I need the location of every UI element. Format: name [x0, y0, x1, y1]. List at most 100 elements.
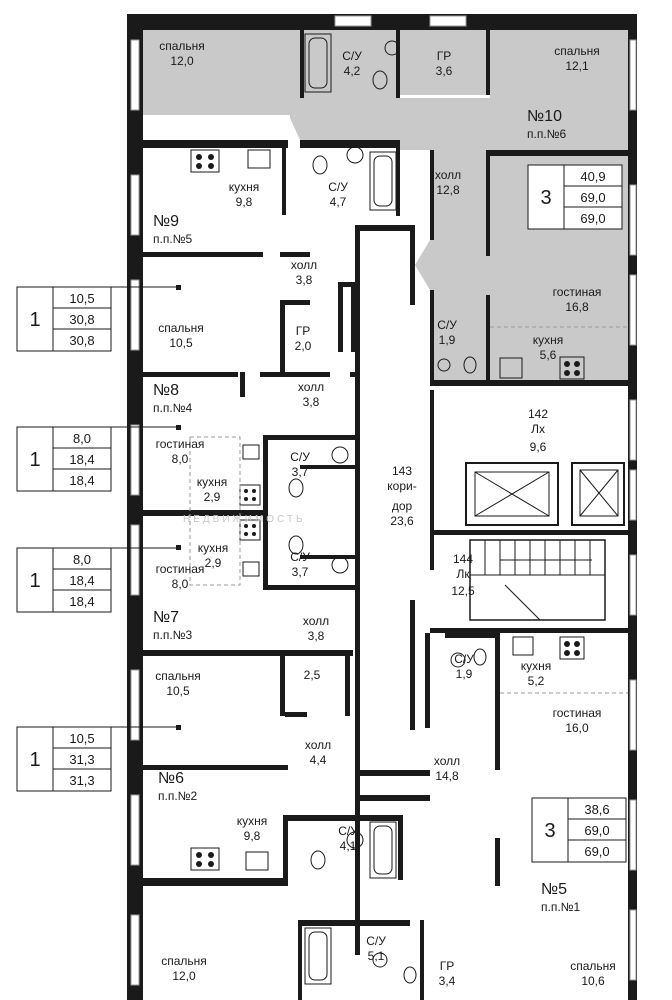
room-name: спальня	[159, 39, 205, 53]
info-boxes: 340,969,069,0110,530,830,818,018,418,418…	[16, 164, 627, 863]
room-name: кухня	[533, 333, 564, 347]
room-count: 1	[29, 309, 40, 331]
room-name: С/У	[437, 318, 457, 332]
room-area: 12,1	[565, 59, 589, 73]
leader-dots	[176, 285, 181, 730]
room-area: 5,2	[528, 674, 545, 688]
area-value: 10,5	[69, 731, 94, 746]
area-value: 31,3	[69, 773, 94, 788]
room-count: 3	[544, 820, 555, 842]
room-area: Лх	[531, 422, 545, 436]
room-name: спальня	[158, 321, 204, 335]
room-name: холл	[434, 754, 460, 768]
room-area: 3,7	[292, 465, 309, 479]
room-count: 3	[540, 187, 551, 209]
room-name: спальня	[155, 669, 201, 683]
room-area: 12,8	[436, 183, 460, 197]
area-value: 18,4	[69, 452, 94, 467]
room-name: С/У	[290, 550, 310, 564]
room-area: 4,1	[340, 839, 357, 853]
stove-burners	[196, 154, 580, 867]
windows	[130, 15, 637, 986]
room-area: 2,0	[295, 339, 312, 353]
area-value: 69,0	[580, 211, 605, 226]
room-area: кори-	[387, 479, 416, 493]
room-name: холл	[291, 258, 317, 272]
room-count: 1	[29, 449, 40, 471]
room-area: 4,7	[330, 195, 347, 209]
area-value: 69,0	[584, 823, 609, 838]
area-value: 10,5	[69, 291, 94, 306]
area-value: 69,0	[584, 844, 609, 859]
room-area: 10,5	[169, 336, 193, 350]
interior-walls	[143, 30, 632, 1000]
apartment-info-box: 340,969,069,0	[527, 164, 623, 230]
apartment-info-box: 1 8,0 18,4 18,4	[16, 547, 112, 613]
room-area: 8,0	[172, 577, 189, 591]
room-name: гостиная	[156, 562, 205, 576]
room-name: ГР	[440, 959, 455, 973]
elevator-shafts	[465, 462, 625, 526]
room-area: 1,9	[456, 667, 473, 681]
area-value: 8,0	[73, 431, 91, 446]
room-name: кухня	[237, 814, 268, 828]
room-area: 5,6	[540, 348, 557, 362]
leader-lines	[110, 286, 178, 728]
area-value: 30,8	[69, 312, 94, 327]
room-name: холл	[305, 738, 331, 752]
room-name: холл	[298, 380, 324, 394]
room-area: 2,9	[205, 556, 222, 570]
room-name: гостиная	[553, 706, 602, 720]
room-name: С/У	[454, 652, 474, 666]
room-name: ГР	[437, 49, 452, 63]
zone-dividers	[189, 326, 628, 694]
room-name: холл	[435, 168, 461, 182]
room-area: 9,8	[244, 829, 261, 843]
area-value: 18,4	[69, 594, 94, 609]
room-name: 12,5	[451, 584, 475, 598]
room-area: 4,2	[344, 64, 361, 78]
room-name: кухня	[229, 180, 260, 194]
room-name: спальня	[161, 954, 207, 968]
room-area: 16,8	[565, 300, 589, 314]
area-value: 18,4	[69, 573, 94, 588]
room-area: 3,8	[308, 629, 325, 643]
room-name: 142	[528, 407, 548, 421]
area-value: 8,0	[73, 552, 91, 567]
room-name: ГР	[296, 324, 311, 338]
room-area: 4,4	[310, 753, 327, 767]
room-name: гостиная	[553, 285, 602, 299]
room-area: 3,8	[303, 395, 320, 409]
apartment-info-box: 110,531,331,3	[16, 726, 112, 792]
room-name: дор	[392, 499, 413, 513]
room-name: С/У	[328, 180, 348, 194]
room-area: 2,9	[204, 490, 221, 504]
room-name: спальня	[570, 959, 616, 973]
area-value: 18,4	[69, 473, 94, 488]
room-area: 3,7	[292, 565, 309, 579]
room-name: 9,6	[530, 440, 547, 454]
watermark: НЕДВИЖИМОСТЬ	[183, 514, 306, 525]
apartment-number: №6	[158, 770, 184, 787]
apartment-number: №7	[153, 609, 179, 626]
apartment-pp: п.п.№4	[153, 401, 193, 415]
room-name: С/У	[290, 450, 310, 464]
room-name: С/У	[366, 934, 386, 948]
room-area: 5,1	[368, 949, 385, 963]
room-name: кухня	[197, 475, 228, 489]
apartment-number: №9	[153, 213, 179, 230]
room-area: Лк	[456, 567, 470, 581]
room-area: 3,4	[439, 974, 456, 988]
room-area: 12,0	[172, 969, 196, 983]
room-name: кухня	[198, 541, 229, 555]
apartment-pp: п.п.№5	[153, 232, 193, 246]
room-count: 1	[29, 570, 40, 592]
room-area: 1,9	[439, 333, 456, 347]
room-area: 10,6	[581, 974, 605, 988]
area-value: 30,8	[69, 333, 94, 348]
room-name: холл	[303, 614, 329, 628]
area-value: 31,3	[69, 752, 94, 767]
apartment-pp: п.п.№2	[158, 789, 198, 803]
area-value: 38,6	[584, 802, 609, 817]
